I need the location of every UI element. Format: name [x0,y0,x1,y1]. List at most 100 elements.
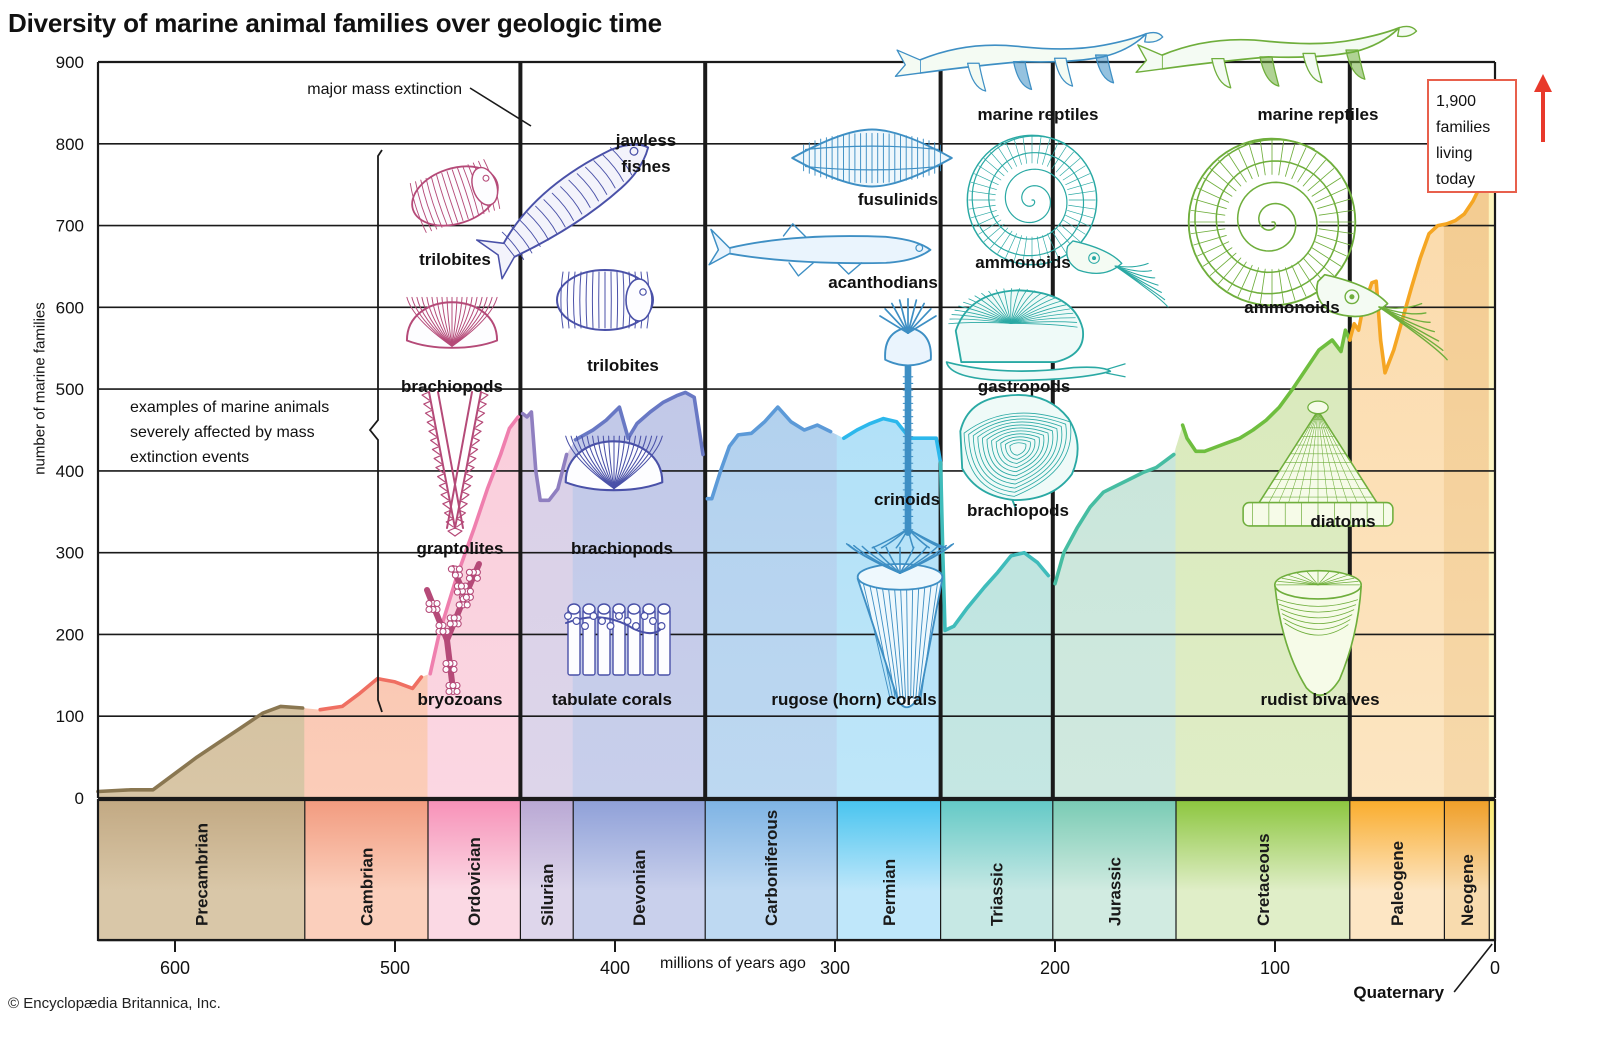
acanthodians-illustration [708,223,932,277]
period-band-label: Silurian [538,864,557,926]
period-band[interactable] [837,800,941,940]
period-band-label: Permian [880,859,899,926]
marine-reptiles-green-illustration [1135,25,1418,89]
specimen-label: brachiopods [967,501,1069,520]
specimen-label: jawless [615,131,677,150]
era-divider-lines [518,62,1352,940]
examples-annotation-line: extinction events [130,449,249,466]
specimen-label: fusulinids [858,190,938,209]
y-tick-label: 200 [56,625,84,644]
brachiopods-pink-illustration [405,296,499,349]
today-families-box [1427,79,1517,193]
quaternary-leader-line [1453,943,1493,993]
period-band[interactable] [1489,800,1495,940]
period-band-label: Cambrian [357,848,376,926]
curve-segment [938,460,1051,633]
trilobites-pink-illustration [409,159,501,233]
specimen-label: graptolites [417,539,504,558]
y-tick-label: 900 [56,53,84,72]
specimen-label: ammonoids [975,253,1070,272]
period-band[interactable] [1349,800,1445,940]
period-band[interactable] [520,800,574,940]
specimen-label: marine reptiles [978,105,1099,124]
copyright-notice: © Encyclopædia Britannica, Inc. [8,995,221,1012]
specimen-label: bryozoans [417,690,502,709]
gastropods-illustration [945,288,1126,382]
y-tick-label: 600 [56,298,84,317]
period-band-label: Precambrian [192,823,211,926]
brachiopods-teal-illustration [959,394,1079,511]
specimen-label: brachiopods [401,377,503,396]
examples-brace [368,149,383,713]
x-tick-label: 200 [1040,958,1070,978]
period-band[interactable] [1052,800,1176,940]
curve-segment [520,410,569,503]
diatoms-illustration [1242,400,1394,527]
crinoids-illustration [871,298,947,549]
period-band[interactable] [304,800,428,940]
specimen-label: brachiopods [571,539,673,558]
specimen-label: gastropods [978,377,1071,396]
x-axis-label: millions of years ago [660,955,806,972]
ammonoids-teal-illustration [966,134,1169,308]
graptolites-illustration [421,391,489,537]
x-tick-label: 600 [160,958,190,978]
curve-segment [573,390,705,457]
ammonoids-green-illustration [1187,137,1448,361]
specimen-labels: trilobitesbrachiopodsgraptolitesbryozoan… [401,105,1380,709]
rugose-horn-corals-illustration [845,543,955,709]
period-band-label: Cretaceous [1254,833,1273,926]
specimen-label: rugose (horn) corals [771,690,936,709]
x-tick-label: 500 [380,958,410,978]
period-band[interactable] [705,800,838,940]
period-band[interactable] [428,800,521,940]
specimen-label: diatoms [1310,512,1375,531]
jawless-fishes-illustration [475,143,650,280]
period-area-fill [1443,168,1490,799]
specimen-label: acanthodians [828,273,938,292]
specimen-label: tabulate corals [552,690,672,709]
period-band-label: Neogene [1458,854,1477,926]
y-tick-label: 300 [56,544,84,563]
period-strip-frame [96,798,1497,942]
period-band-label: Jurassic [1105,857,1124,926]
specimen-label: marine reptiles [1258,105,1379,124]
tabulate-corals-illustration [563,603,671,676]
specimen-label: ammonoids [1244,298,1339,317]
curve-segment [96,704,305,794]
x-tick-label: 0 [1490,958,1500,978]
period-band[interactable] [940,800,1053,940]
trilobites-blue-illustration [556,269,654,331]
fusulinids-illustration [791,128,953,188]
specimen-label: fishes [621,157,670,176]
page-title: Diversity of marine animal families over… [8,8,662,38]
period-band-label: Paleogene [1388,841,1407,926]
x-tick-label: 100 [1260,958,1290,978]
brachiopods-blue-illustration [564,435,664,492]
curve-segment [705,405,833,501]
marine-reptiles-blue-illustration [894,31,1164,92]
y-tick-label: 100 [56,707,84,726]
period-band[interactable] [1176,800,1350,940]
period-band-label: Devonian [630,849,649,926]
specimen-label: crinoids [874,490,940,509]
curve-segment [1053,452,1176,586]
x-tick-label: 300 [820,958,850,978]
today-families-line: today [1436,171,1475,188]
period-band[interactable] [98,800,305,940]
period-band-label: Ordovician [465,837,484,926]
period-band[interactable] [573,800,706,940]
x-tick-label: 400 [600,958,630,978]
period-band[interactable] [1444,800,1490,940]
today-up-arrow-head [1534,74,1552,92]
y-tick-label: 400 [56,462,84,481]
bryozoans-illustration [424,561,482,696]
quaternary-label: Quaternary [1353,983,1444,1002]
period-band-strip: Precambrian Cambrian Ordovician Silurian Dev… [96,798,1497,942]
gridlines [98,142,1495,718]
examples-annotation-line: severely affected by mass [130,424,315,441]
